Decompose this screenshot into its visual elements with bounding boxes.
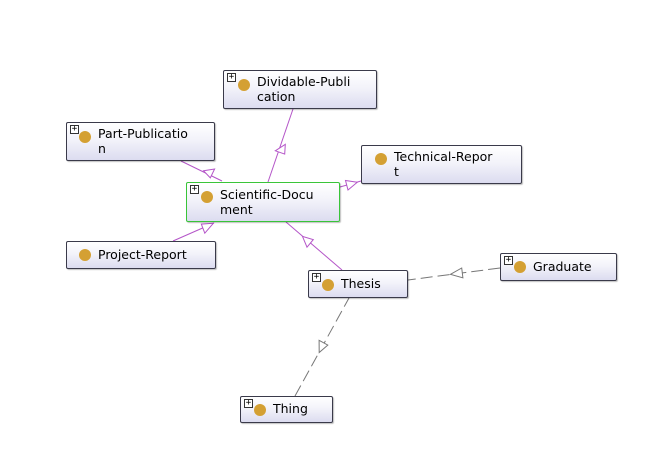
edge-scientific-document-to-part-publication xyxy=(180,160,223,182)
expand-icon[interactable]: + xyxy=(312,272,321,282)
node-label: Thing xyxy=(273,401,308,416)
edge-scientific-document-to-technical-report xyxy=(339,179,362,191)
class-dot-icon xyxy=(254,404,266,416)
edge-graduate-to-thesis xyxy=(407,267,501,281)
node-label: Thesis xyxy=(341,276,381,291)
class-dot-icon xyxy=(79,131,91,143)
edge-thesis-to-scientific-document xyxy=(285,221,343,271)
node-technical-report[interactable]: Technical-Repor t xyxy=(361,145,522,184)
node-label-line2: t xyxy=(394,164,399,179)
class-dot-icon xyxy=(322,279,334,291)
node-label-line2: n xyxy=(98,141,106,156)
expand-icon[interactable]: + xyxy=(244,398,253,408)
class-dot-icon xyxy=(375,153,387,165)
class-dot-icon xyxy=(79,249,91,261)
edge-scientific-document-to-dividable-publication xyxy=(267,108,294,183)
node-label-line1: Dividable-Publi xyxy=(257,74,351,89)
node-label-line1: Technical-Repor xyxy=(394,149,493,164)
node-label-line1: Scientific-Docu xyxy=(220,187,314,202)
node-thesis[interactable]: + Thesis xyxy=(308,270,408,298)
node-label-line1: Part-Publicatio xyxy=(98,126,188,141)
expand-icon[interactable]: + xyxy=(70,124,79,134)
node-thing[interactable]: + Thing xyxy=(240,396,333,423)
node-label-line2: ment xyxy=(220,202,253,217)
expand-icon[interactable]: + xyxy=(227,72,236,82)
class-dot-icon xyxy=(514,261,526,273)
node-label: Project-Report xyxy=(98,247,187,262)
expand-icon[interactable]: + xyxy=(504,255,513,265)
node-dividable-publication[interactable]: + Dividable-Publi cation xyxy=(223,70,377,109)
node-part-publication[interactable]: + Part-Publicatio n xyxy=(66,122,215,161)
node-project-report[interactable]: Project-Report xyxy=(66,241,216,269)
class-dot-icon xyxy=(201,191,213,203)
class-dot-icon xyxy=(238,79,250,91)
edge-thing-to-thesis xyxy=(294,297,350,397)
expand-icon[interactable]: + xyxy=(190,184,199,194)
node-label-line2: cation xyxy=(257,89,296,104)
node-graduate[interactable]: + Graduate xyxy=(500,253,617,281)
edge-project-report-to-scientific-document xyxy=(172,222,215,242)
node-label: Graduate xyxy=(533,259,592,274)
node-scientific-document[interactable]: + Scientific-Docu ment xyxy=(186,182,340,222)
